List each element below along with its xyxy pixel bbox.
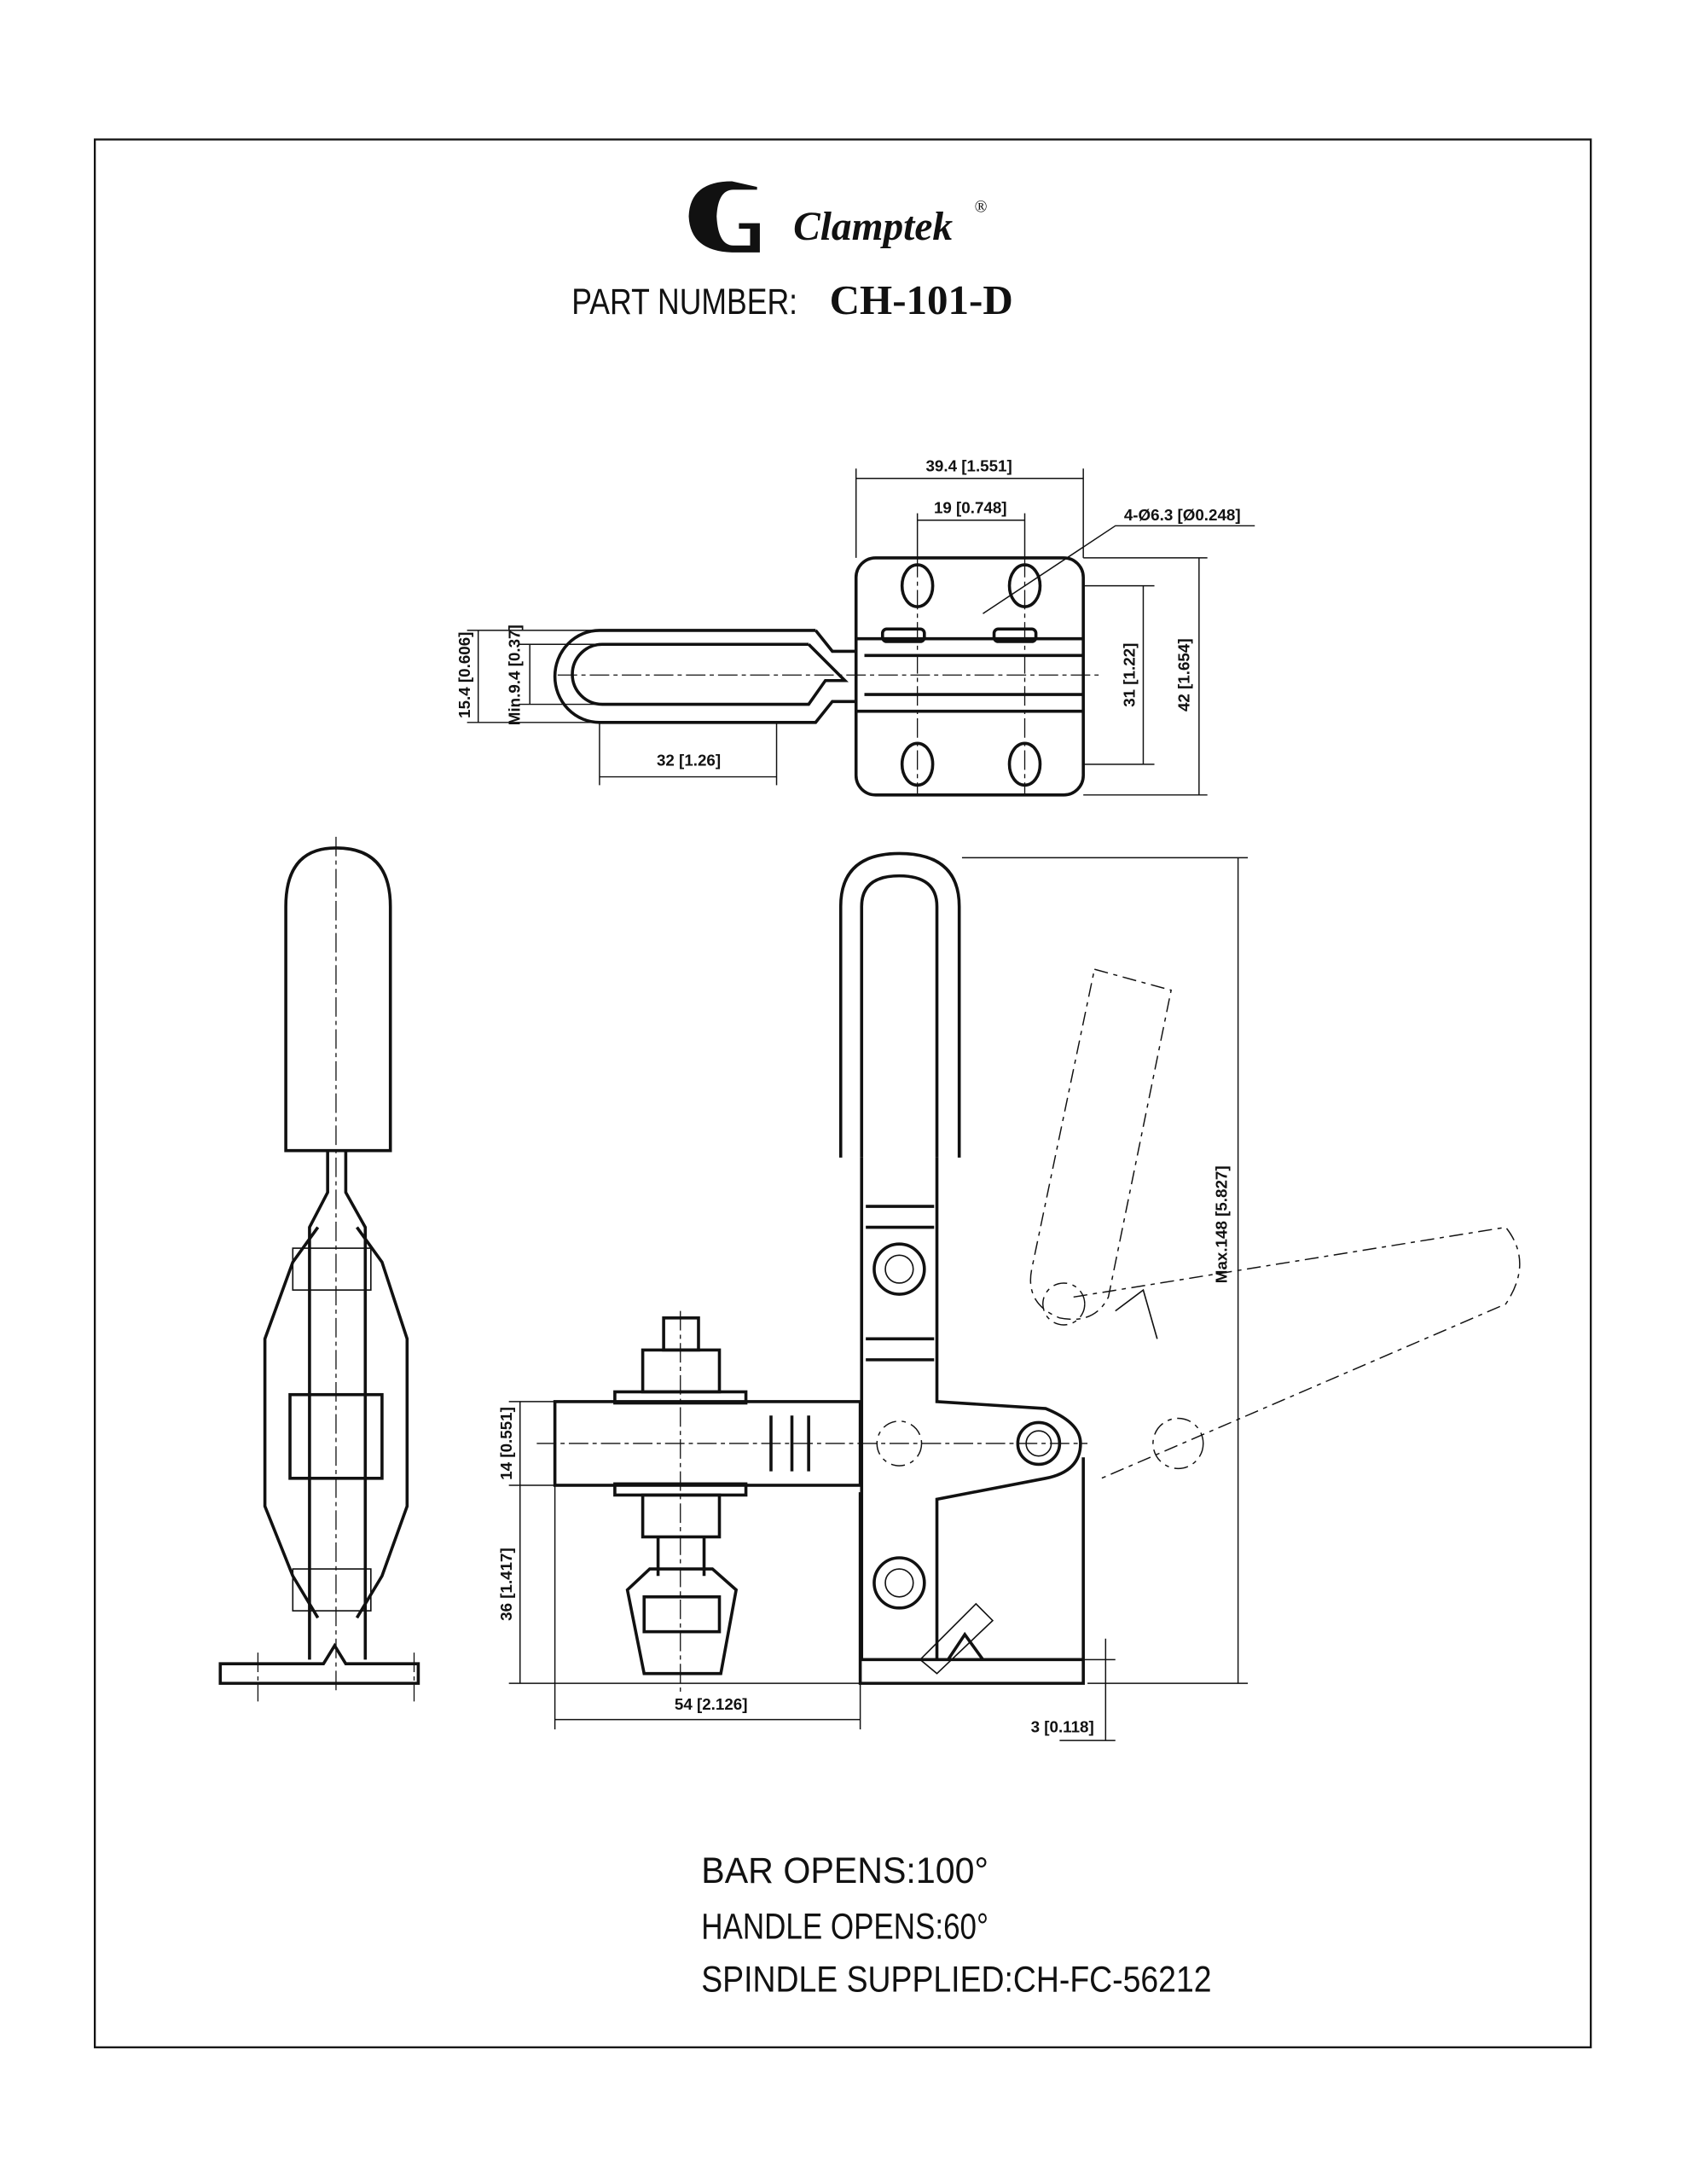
logo-g-mark <box>688 181 760 253</box>
clamptek-logo: Clamptek ® <box>688 181 988 253</box>
dim-handle-inner: Min.9.4 [0.37] <box>506 624 524 725</box>
dim-hole-spacing-x: 19 [0.748] <box>934 499 1007 517</box>
part-number-value: CH-101-D <box>830 276 1013 323</box>
logo-brand-text: Clamptek <box>793 205 953 249</box>
note-spindle-supplied: SPINDLE SUPPLIED:CH-FC-56212 <box>701 1960 1211 2000</box>
rubber-spindle-tip <box>625 1567 739 1676</box>
note-handle-opens: HANDLE OPENS:60° <box>701 1907 988 1947</box>
dim-base-thickness: 3 [0.118] <box>1031 1717 1094 1735</box>
dim-bar-elevation: 36 [1.417] <box>497 1548 515 1621</box>
side-view <box>218 836 420 1702</box>
dim-hole-spacing-y: 31 [1.22] <box>1121 643 1139 707</box>
front-view: Max.148 [5.827] 14 [0.551] 36 [1.417] 54… <box>497 851 1521 1741</box>
dim-handle-width: 15.4 [0.606] <box>455 632 473 718</box>
registered-mark: ® <box>975 198 988 216</box>
dim-bar-reach: 54 [2.126] <box>675 1695 748 1713</box>
dim-holes: 4-Ø6.3 [Ø0.248] <box>1124 506 1241 524</box>
sheet-border <box>94 138 1592 2048</box>
dim-max-height: Max.148 [5.827] <box>1213 1165 1231 1283</box>
dim-bar-height: 14 [0.551] <box>497 1407 515 1480</box>
dim-handle-length: 32 [1.26] <box>657 751 721 769</box>
note-bar-opens: BAR OPENS:100° <box>701 1851 988 1891</box>
top-view: 39.4 [1.551] 19 [0.748] 4-Ø6.3 [Ø0.248] … <box>455 457 1255 797</box>
dim-base-length: 42 [1.654] <box>1174 638 1192 712</box>
part-number-label: PART NUMBER: <box>571 282 797 322</box>
notes: BAR OPENS:100° HANDLE OPENS:60° SPINDLE … <box>701 1851 1211 2001</box>
dim-width-overall: 39.4 [1.551] <box>925 457 1012 475</box>
